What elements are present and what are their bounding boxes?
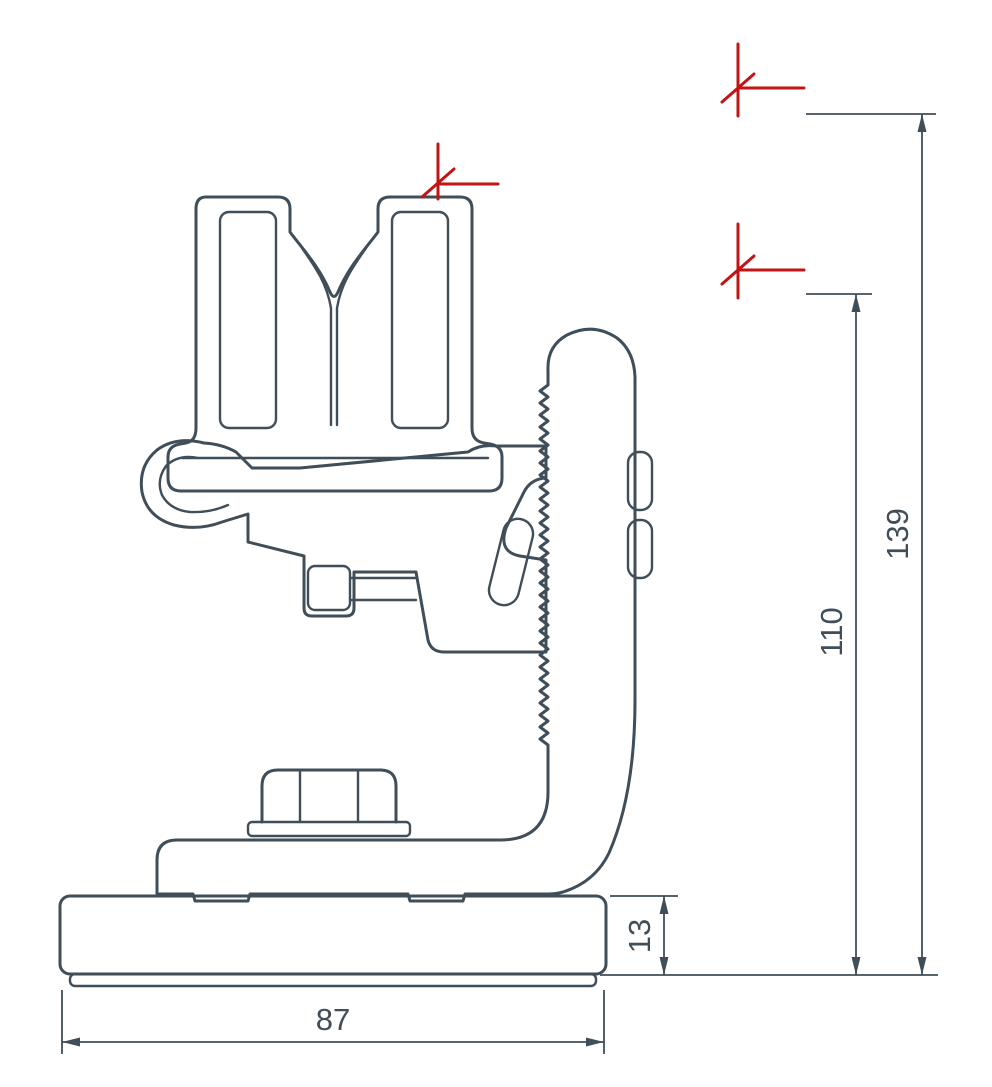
channel-bolt-head bbox=[306, 564, 352, 612]
datum-mark-overall bbox=[720, 42, 806, 118]
channel-bolt-shaft bbox=[348, 576, 418, 602]
dim-overall-arrow-bottom bbox=[917, 957, 927, 975]
dimension-overall-height: 139 bbox=[806, 113, 936, 975]
bracket-side-boss-upper bbox=[626, 450, 654, 512]
dimension-clamp-height: 110 bbox=[806, 293, 872, 975]
rail-web-right bbox=[335, 246, 368, 427]
rail-web-left bbox=[300, 246, 333, 427]
dim-width-arrow-left bbox=[62, 1037, 80, 1047]
dim-overall-arrow-top bbox=[917, 114, 927, 132]
clamp-slot bbox=[487, 517, 535, 607]
dim-base-extensions bbox=[600, 895, 938, 976]
bracket-side-boss-lower bbox=[626, 518, 654, 580]
hex-bolt-head bbox=[260, 768, 398, 824]
dim-clamp-label: 110 bbox=[814, 607, 849, 656]
dim-width-extensions bbox=[61, 990, 605, 1054]
base-plate bbox=[58, 894, 608, 988]
dim-width-arrow-right bbox=[586, 1037, 604, 1047]
dim-base-label: 13 bbox=[622, 919, 657, 953]
rail-cavity-right bbox=[390, 210, 450, 430]
base-plate-pad bbox=[68, 972, 598, 988]
rail-profile bbox=[166, 195, 504, 493]
rail-cavity-left bbox=[218, 210, 278, 430]
hex-bolt-washer bbox=[246, 820, 412, 838]
hex-bolt bbox=[246, 768, 412, 838]
base-plate-body bbox=[58, 894, 608, 976]
dimension-width: 87 bbox=[61, 990, 605, 1054]
bracket-outline bbox=[155, 327, 637, 903]
dim-clamp-arrow-bottom bbox=[851, 957, 861, 975]
dim-base-arrow-bottom bbox=[659, 957, 669, 975]
bracket-body bbox=[155, 327, 654, 903]
clamp-arm bbox=[139, 439, 548, 654]
datum-overall-icon bbox=[720, 42, 806, 118]
rail-outline bbox=[166, 195, 504, 493]
dimension-base-height: 13 bbox=[600, 895, 938, 976]
dim-width-label: 87 bbox=[316, 1002, 350, 1037]
datum-mark-rail bbox=[420, 142, 500, 201]
datum-clamp-icon bbox=[720, 222, 806, 300]
datum-mark-clamp bbox=[720, 222, 806, 300]
clamp-hook-inner bbox=[158, 455, 230, 514]
hex-bolt-facets bbox=[298, 768, 360, 824]
clamp-arm-outline bbox=[139, 439, 548, 654]
dim-overall-label: 139 bbox=[880, 508, 915, 560]
dim-base-arrow-top bbox=[659, 896, 669, 914]
dim-clamp-arrow-top bbox=[851, 294, 861, 312]
datum-rail-icon bbox=[420, 142, 500, 201]
